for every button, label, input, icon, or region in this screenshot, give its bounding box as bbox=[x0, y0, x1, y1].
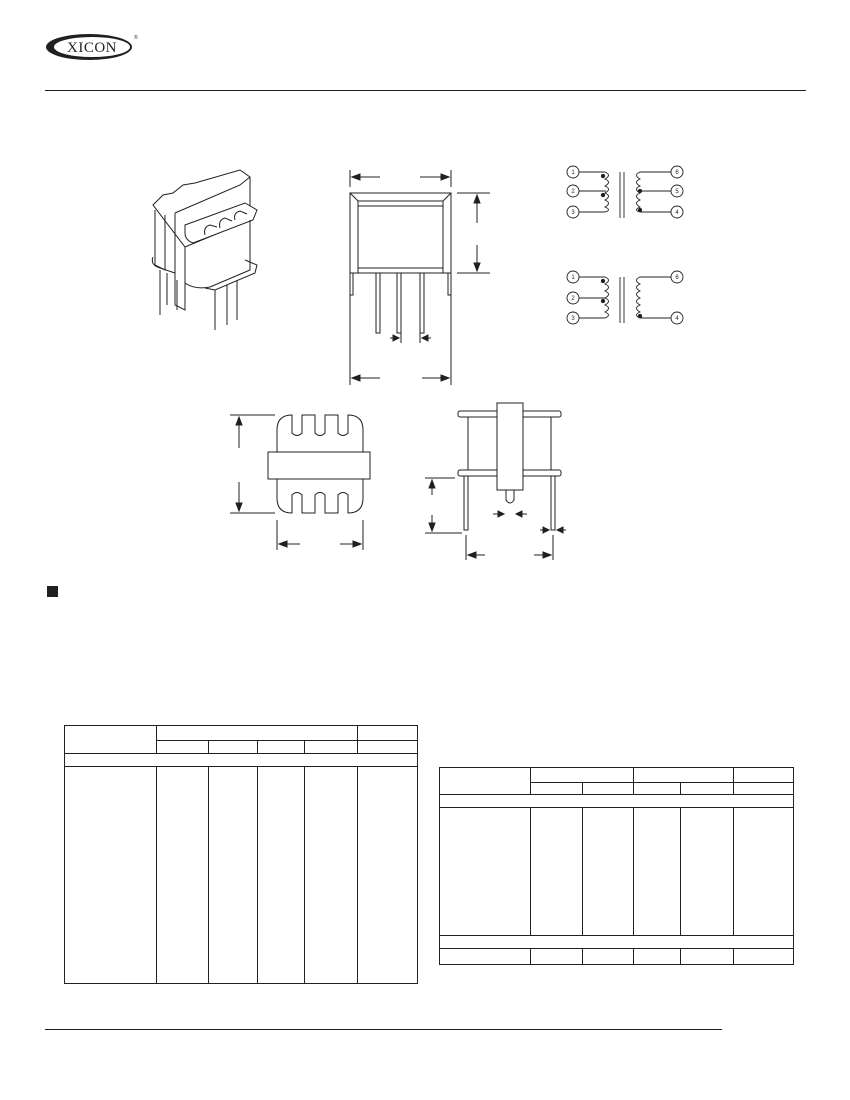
body-cell bbox=[438, 807, 532, 936]
body-cell bbox=[64, 766, 157, 984]
pin-3-label: 3 bbox=[571, 316, 575, 322]
header-cell bbox=[357, 725, 418, 741]
spec-table-right bbox=[438, 767, 795, 965]
header-cell bbox=[530, 767, 634, 783]
section-row bbox=[64, 753, 418, 767]
xicon-logo: XICON ® bbox=[45, 33, 138, 61]
header-cell bbox=[632, 767, 734, 783]
footer-rule bbox=[45, 1029, 722, 1030]
section-row bbox=[439, 935, 794, 949]
registered-mark: ® bbox=[134, 34, 138, 41]
pin-1-label: 1 bbox=[571, 170, 575, 176]
header-cell bbox=[155, 725, 359, 741]
pin-1-label: 1 bbox=[571, 275, 575, 281]
logo-text: XICON bbox=[67, 40, 117, 56]
pin-2-label: 2 bbox=[571, 189, 575, 195]
pin-4-label: 4 bbox=[675, 316, 679, 322]
pin-4-label: 4 bbox=[675, 210, 679, 216]
header-cell bbox=[438, 767, 532, 795]
side-view-drawing bbox=[425, 400, 570, 565]
pin-5-label: 5 bbox=[675, 189, 679, 195]
pin-2-label: 2 bbox=[571, 296, 575, 302]
header-cell bbox=[732, 767, 795, 783]
section-bullet bbox=[47, 586, 58, 597]
schematic-center-tap: 1 2 3 6 5 4 bbox=[560, 160, 690, 230]
section-row bbox=[439, 794, 794, 808]
pin-6-label: 6 bbox=[675, 170, 679, 176]
front-view-drawing bbox=[340, 165, 490, 395]
pin-6-label: 6 bbox=[675, 275, 679, 281]
pin-3-label: 3 bbox=[571, 210, 575, 216]
header-rule bbox=[45, 90, 806, 91]
header-cell bbox=[64, 725, 157, 754]
schematic-single-secondary: 1 2 3 6 4 bbox=[560, 265, 690, 335]
top-view-drawing bbox=[230, 410, 380, 560]
spec-table-left bbox=[64, 725, 418, 984]
isometric-transformer-drawing bbox=[145, 165, 275, 330]
